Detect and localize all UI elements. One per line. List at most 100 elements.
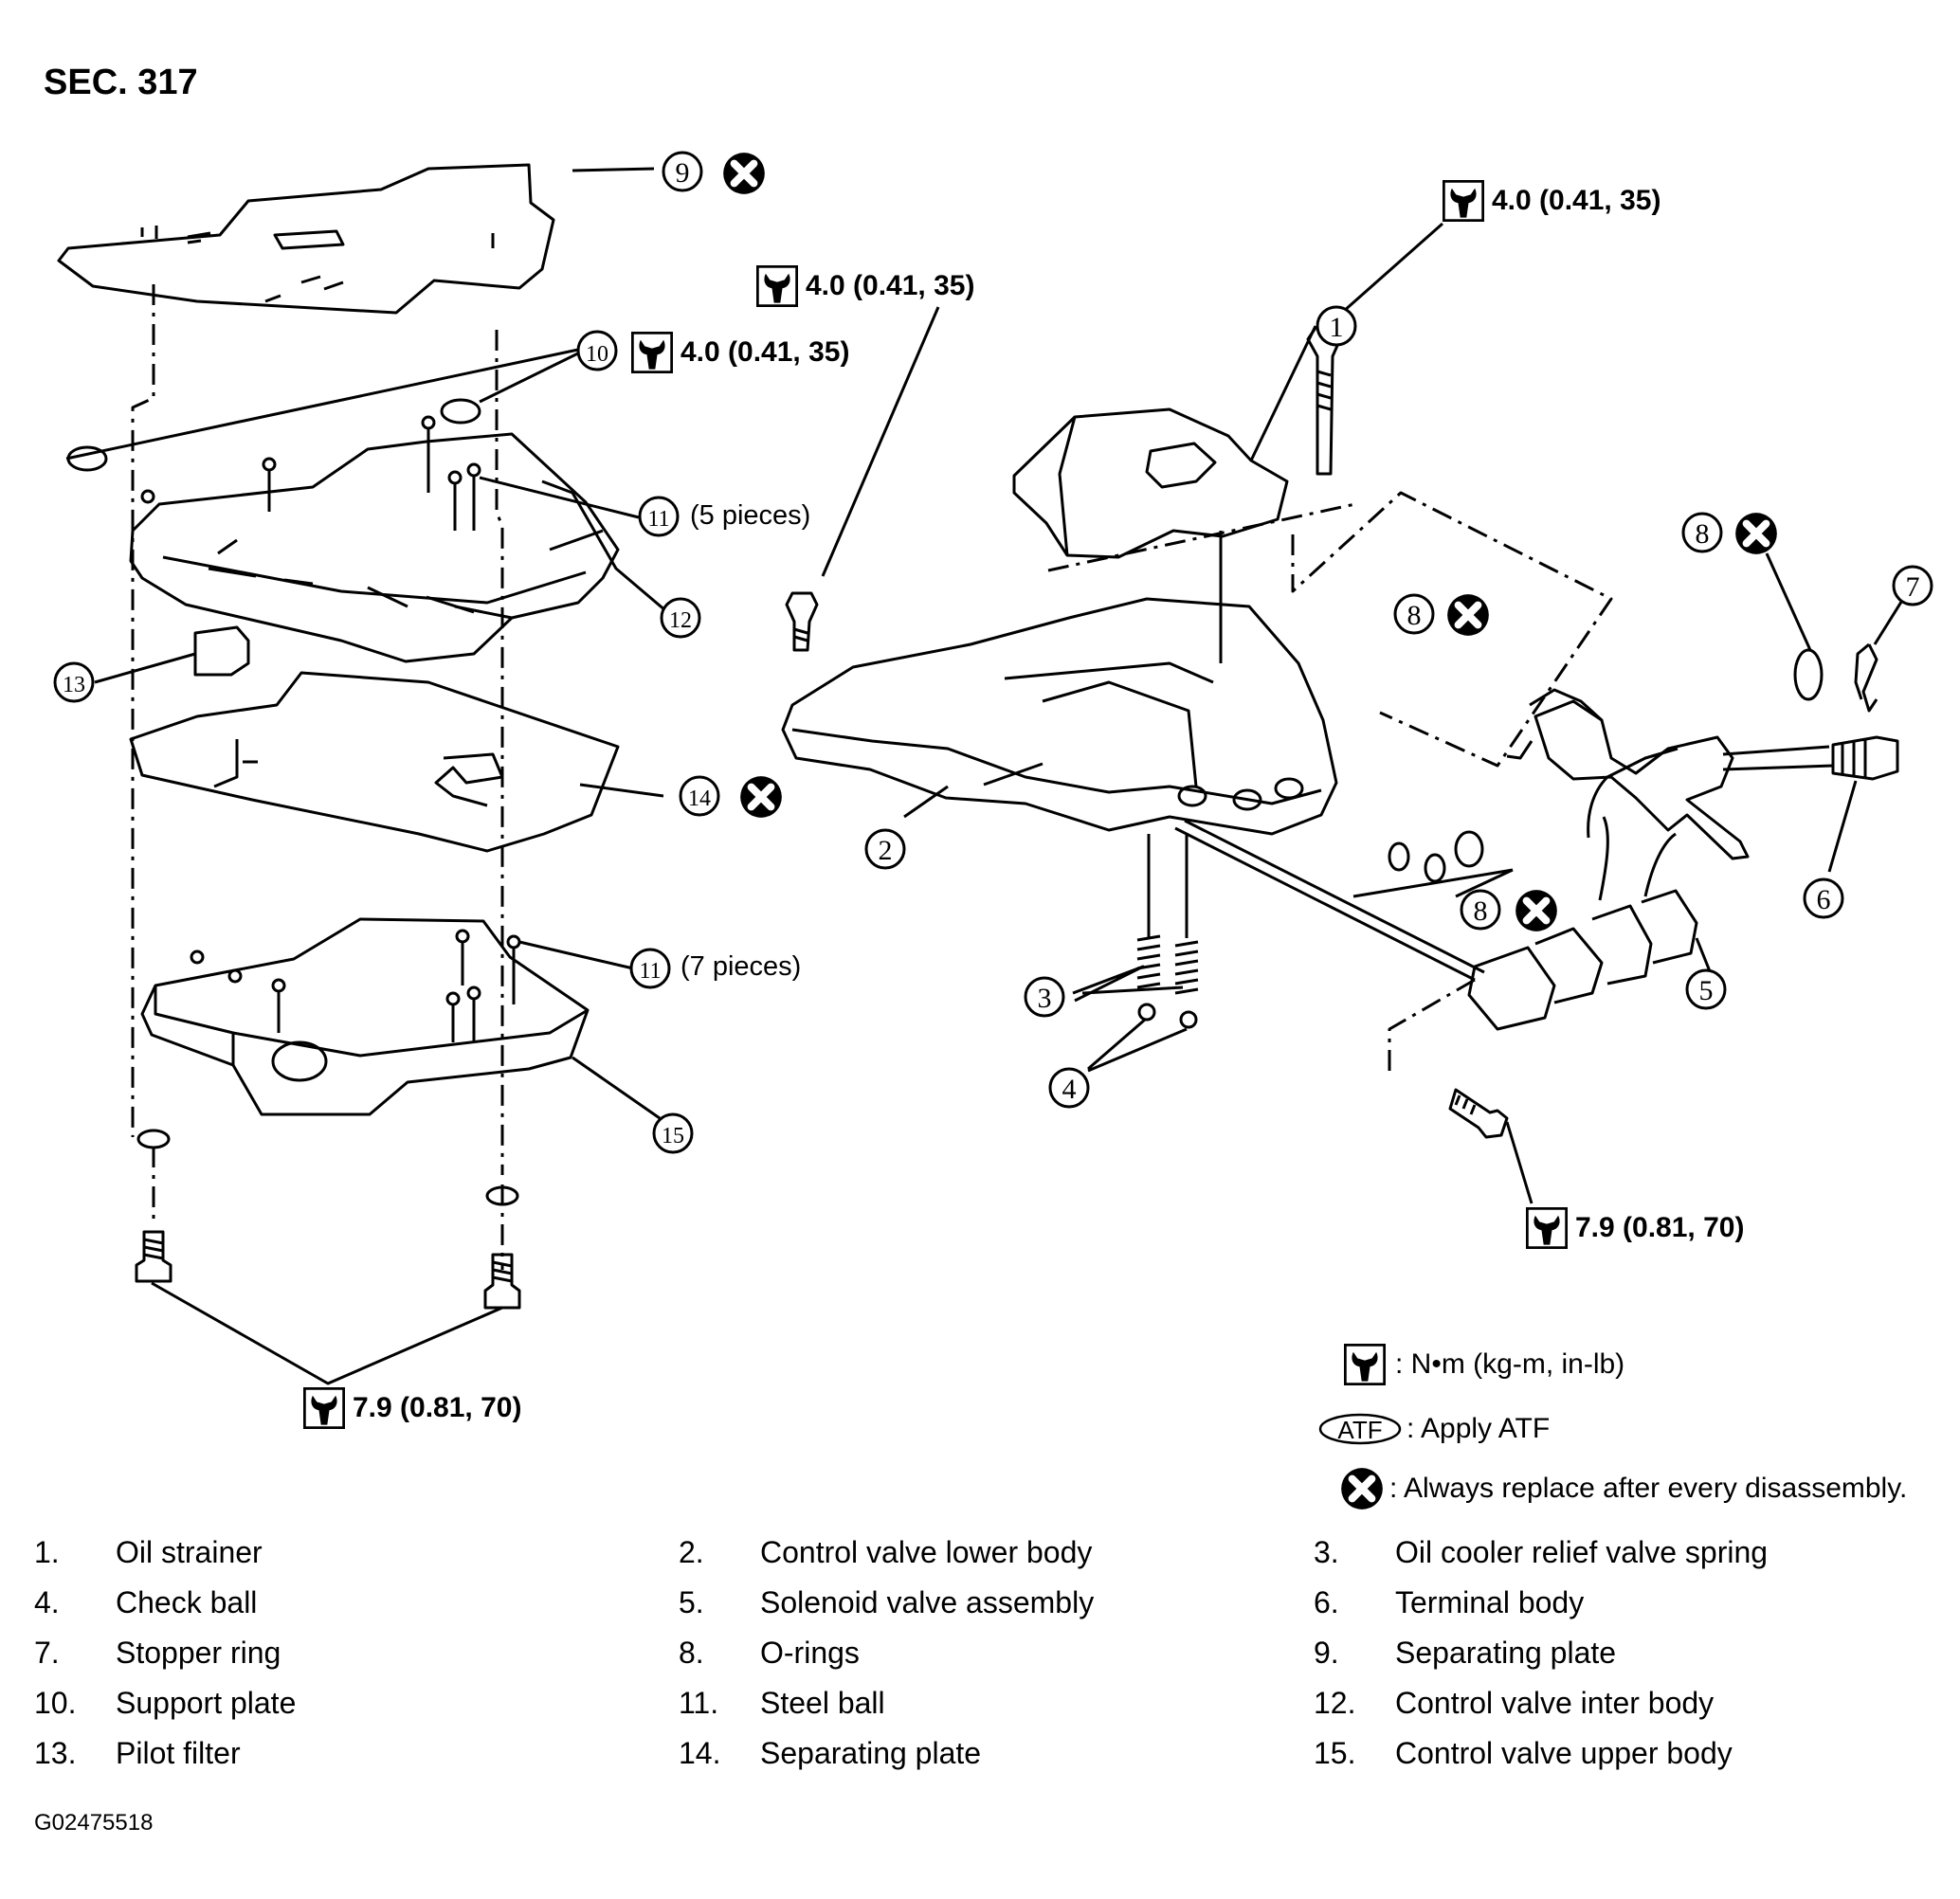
- part-number: 4.: [34, 1585, 60, 1619]
- part-name: O-rings: [760, 1636, 860, 1670]
- callout-8c-label: 8: [1474, 895, 1488, 927]
- callout-4-label: 4: [1062, 1074, 1077, 1105]
- pieces-count: (5 pieces): [690, 500, 811, 531]
- replace-icon: [1735, 513, 1777, 554]
- part-name: Stopper ring: [116, 1636, 281, 1670]
- callout-7-label: 7: [1906, 571, 1920, 603]
- callout-1-label: 1: [1330, 312, 1344, 343]
- replace-icon: [1447, 594, 1489, 636]
- torque-wrench-icon: [1443, 180, 1484, 222]
- replace-icon: [723, 153, 765, 194]
- callout-9-label: 9: [676, 157, 690, 189]
- callout-12-label: 12: [669, 608, 692, 633]
- callout-13-label: 13: [63, 673, 85, 697]
- torque-wrench-icon: [303, 1387, 345, 1429]
- torque-wrench-icon: [631, 332, 673, 373]
- part-name: Separating plate: [760, 1736, 982, 1770]
- list-item: 11. Steel ball: [679, 1686, 1314, 1721]
- torque-value: 7.9 (0.81, 70): [353, 1392, 522, 1423]
- control-valve-upper-body-15: [140, 917, 590, 1116]
- section-title: SEC. 317: [44, 63, 198, 102]
- callout-11b-label: 11: [639, 959, 661, 984]
- list-item: 4.Check ball: [34, 1585, 679, 1620]
- pieces-count: (7 pieces): [681, 951, 802, 982]
- list-item: 6.Terminal body: [1314, 1585, 1939, 1620]
- solenoid-valve-assembly-5: [1467, 889, 1698, 1031]
- callout-7: 7: [1892, 565, 1933, 606]
- part-number: 11.: [679, 1686, 719, 1720]
- legend-replace: : Always replace after every disassembly…: [1340, 1467, 1907, 1510]
- separating-plate-9: [57, 163, 555, 315]
- part-name: Control valve upper body: [1395, 1736, 1733, 1770]
- callout-8a-label: 8: [1696, 518, 1710, 550]
- part-name: Control valve inter body: [1395, 1686, 1715, 1720]
- callout-8b-label: 8: [1407, 600, 1422, 631]
- list-item: 14. Separating plate: [679, 1736, 1314, 1771]
- atf-badge-icon: ATF: [1318, 1413, 1402, 1445]
- figure-code: G02475518: [34, 1810, 154, 1836]
- replace-icon: [740, 776, 782, 818]
- replace-icon: [1340, 1467, 1384, 1510]
- list-item: 1.Oil strainer: [34, 1535, 679, 1570]
- terminal-body-6: [1534, 699, 1750, 860]
- callout-15-label: 15: [662, 1124, 684, 1148]
- part-name: Control valve lower body: [760, 1535, 1093, 1569]
- list-item: 5.Solenoid valve assembly: [679, 1585, 1314, 1620]
- legend-atf-text: : Apply ATF: [1406, 1413, 1551, 1444]
- legend-atf: ATF : Apply ATF: [1317, 1412, 1550, 1446]
- list-item: 15. Control valve upper body: [1314, 1736, 1939, 1771]
- list-item: 13.Pilot filter: [34, 1736, 679, 1771]
- torque-label: 7.9 (0.81, 70): [1526, 1207, 1744, 1249]
- list-item: 9.Separating plate: [1314, 1636, 1939, 1671]
- part-number: 5.: [679, 1585, 704, 1619]
- control-valve-inter-body-12: [129, 432, 620, 663]
- callout-10: 10: [576, 330, 618, 371]
- part-number: 8.: [679, 1636, 704, 1670]
- torque-label: 4.0 (0.41, 35): [1443, 180, 1661, 222]
- callout-2-label: 2: [879, 835, 893, 866]
- torque-wrench-icon: [756, 265, 798, 307]
- torque-wrench-icon: [1526, 1207, 1568, 1249]
- pilot-filter-13: [193, 625, 250, 677]
- callout-5-label: 5: [1699, 975, 1714, 1006]
- callout-8a: 8: [1681, 512, 1723, 553]
- parts-list: 1.Oil strainer 2.Control valve lower bod…: [34, 1535, 1939, 1771]
- part-number: 7.: [34, 1636, 60, 1670]
- callout-5: 5: [1685, 968, 1727, 1010]
- parts-grid: 1.Oil strainer 2.Control valve lower bod…: [34, 1535, 1939, 1771]
- torque-label: 4.0 (0.41, 35): [631, 332, 849, 373]
- callout-13: 13: [53, 661, 95, 703]
- part-name: Steel ball: [760, 1686, 885, 1720]
- callout-6-label: 6: [1817, 884, 1831, 915]
- callout-9: 9: [662, 151, 703, 192]
- part-number: 15.: [1314, 1736, 1356, 1770]
- callout-12: 12: [660, 597, 701, 639]
- callout-15: 15: [652, 1112, 694, 1154]
- list-item: 10.Support plate: [34, 1686, 679, 1721]
- control-valve-lower-body-2: [781, 597, 1338, 836]
- part-number: 3.: [1314, 1535, 1339, 1569]
- callout-14: 14: [679, 775, 720, 817]
- callout-14-label: 14: [688, 787, 711, 811]
- torque-wrench-icon: [1344, 1344, 1386, 1385]
- callout-8c: 8: [1460, 889, 1501, 931]
- atf-badge-label: ATF: [1337, 1416, 1382, 1444]
- part-number: 14.: [679, 1736, 721, 1770]
- torque-value: 7.9 (0.81, 70): [1575, 1212, 1745, 1243]
- callout-1: 1: [1316, 305, 1357, 347]
- callout-11b: 11: [629, 948, 671, 989]
- torque-value: 4.0 (0.41, 35): [1492, 185, 1661, 216]
- part-number: 12.: [1314, 1686, 1356, 1720]
- callout-4: 4: [1048, 1067, 1090, 1109]
- part-name: Support plate: [116, 1686, 297, 1720]
- legend-replace-text: : Always replace after every disassembly…: [1389, 1473, 1908, 1504]
- part-name: Oil cooler relief valve spring: [1395, 1535, 1769, 1569]
- list-item: 2.Control valve lower body: [679, 1535, 1314, 1570]
- part-number: 13.: [34, 1736, 77, 1770]
- torque-label: 7.9 (0.81, 70): [303, 1387, 521, 1429]
- part-name: Oil strainer: [116, 1535, 263, 1569]
- legend-torque-text: : N•m (kg-m, in-lb): [1395, 1348, 1625, 1380]
- callout-11a: 11: [638, 496, 680, 537]
- replace-icon: [1515, 890, 1557, 931]
- callout-8b: 8: [1393, 593, 1435, 635]
